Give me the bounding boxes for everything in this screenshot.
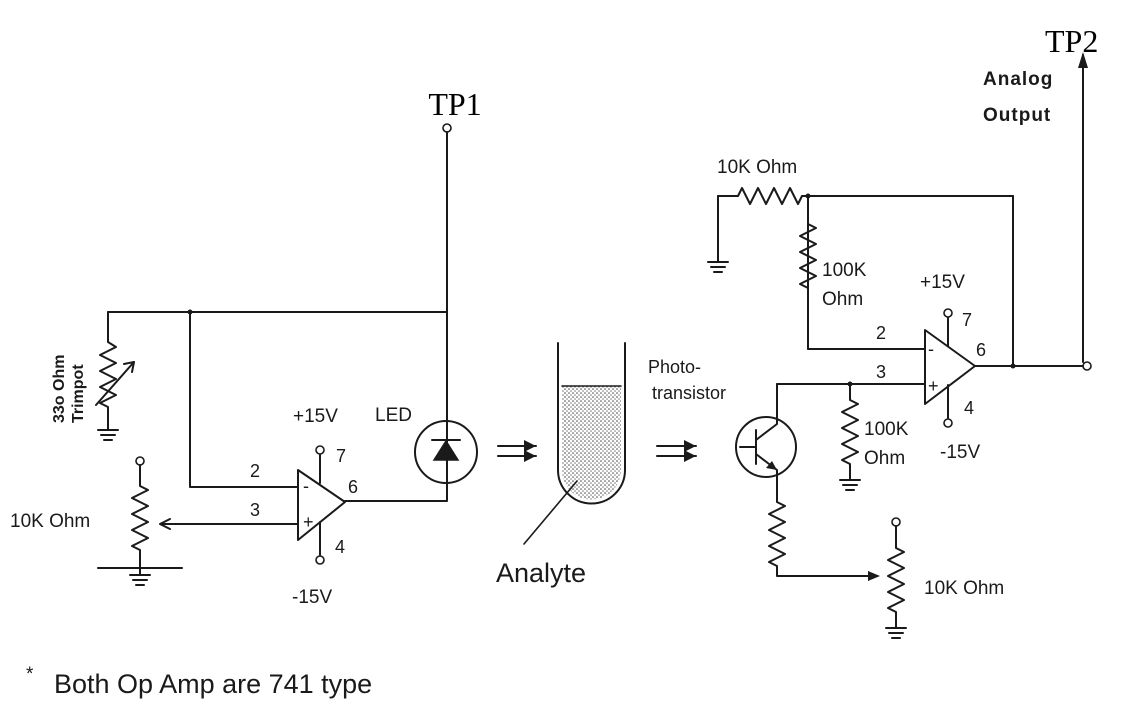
trimpot-value-label: 33o Ohm: [51, 355, 68, 423]
res100k-top-label-2: Ohm: [822, 289, 863, 310]
potentiometer-left: [97, 456, 183, 569]
res-100k-top: [799, 223, 817, 289]
tp2-label: TP2: [1045, 23, 1098, 59]
svg-text:-: -: [928, 339, 934, 359]
analog-output-label-2: Output: [983, 105, 1051, 126]
opamp1-pin3: 3: [250, 500, 260, 520]
footnote-star: *: [26, 664, 34, 685]
pot-right-label: 10K Ohm: [924, 578, 1004, 599]
led-diode: [414, 420, 478, 484]
analyte-label: Analyte: [496, 558, 586, 588]
opamp-2: - +: [924, 308, 976, 428]
ground-trimpot: [97, 429, 119, 441]
analog-output-label-1: Analog: [983, 69, 1053, 90]
feedback-res-label: 10K Ohm: [717, 157, 797, 178]
tp1-node: [442, 123, 452, 133]
res100k-bottom-label-2: Ohm: [864, 448, 905, 469]
analyte-cuvette: [523, 342, 626, 545]
opamp1-pin6: 6: [348, 477, 358, 497]
led-label: LED: [375, 405, 412, 426]
opamp1-vminus: -15V: [292, 587, 332, 608]
tp2-node: [1082, 361, 1092, 371]
opamp2-pin6: 6: [976, 340, 986, 360]
opamp2-pin3: 3: [876, 362, 886, 382]
opamp2-pin2: 2: [876, 323, 886, 343]
trimpot-resistor: [95, 311, 135, 431]
opamp2-pin4: 4: [964, 398, 974, 418]
res100k-top-label-1: 100K: [822, 260, 867, 281]
trimpot-type-label: Trimpot: [70, 364, 87, 423]
tp1-label: TP1: [428, 86, 481, 122]
svg-text:+: +: [303, 512, 314, 532]
svg-text:-: -: [303, 476, 309, 496]
opamp1-pin2: 2: [250, 461, 260, 481]
ground-pot-left: [129, 567, 151, 586]
opamp-1: - +: [297, 445, 346, 565]
opamp1-vplus: +15V: [293, 406, 338, 427]
potentiometer-right: [885, 517, 907, 639]
footnote-text: Both Op Amp are 741 type: [54, 669, 372, 699]
opamp2-vplus: +15V: [920, 272, 965, 293]
phototransistor-label-1: Photo-: [648, 357, 701, 377]
phototransistor-label-2: transistor: [652, 383, 726, 403]
light-arrows-left: [497, 440, 537, 462]
pot-left-label: 10K Ohm: [10, 511, 90, 532]
res100k-bottom-label-1: 100K: [864, 419, 909, 440]
opamp1-pin4: 4: [335, 537, 345, 557]
phototransistor: [735, 383, 797, 496]
opamp2-vminus: -15V: [940, 442, 980, 463]
opamp2-pin7: 7: [962, 310, 972, 330]
svg-text:+: +: [928, 376, 939, 396]
opamp1-pin7: 7: [336, 446, 346, 466]
left-wires: [107, 131, 448, 525]
emitter-resistor: [768, 494, 880, 581]
light-arrows-right: [656, 440, 697, 462]
